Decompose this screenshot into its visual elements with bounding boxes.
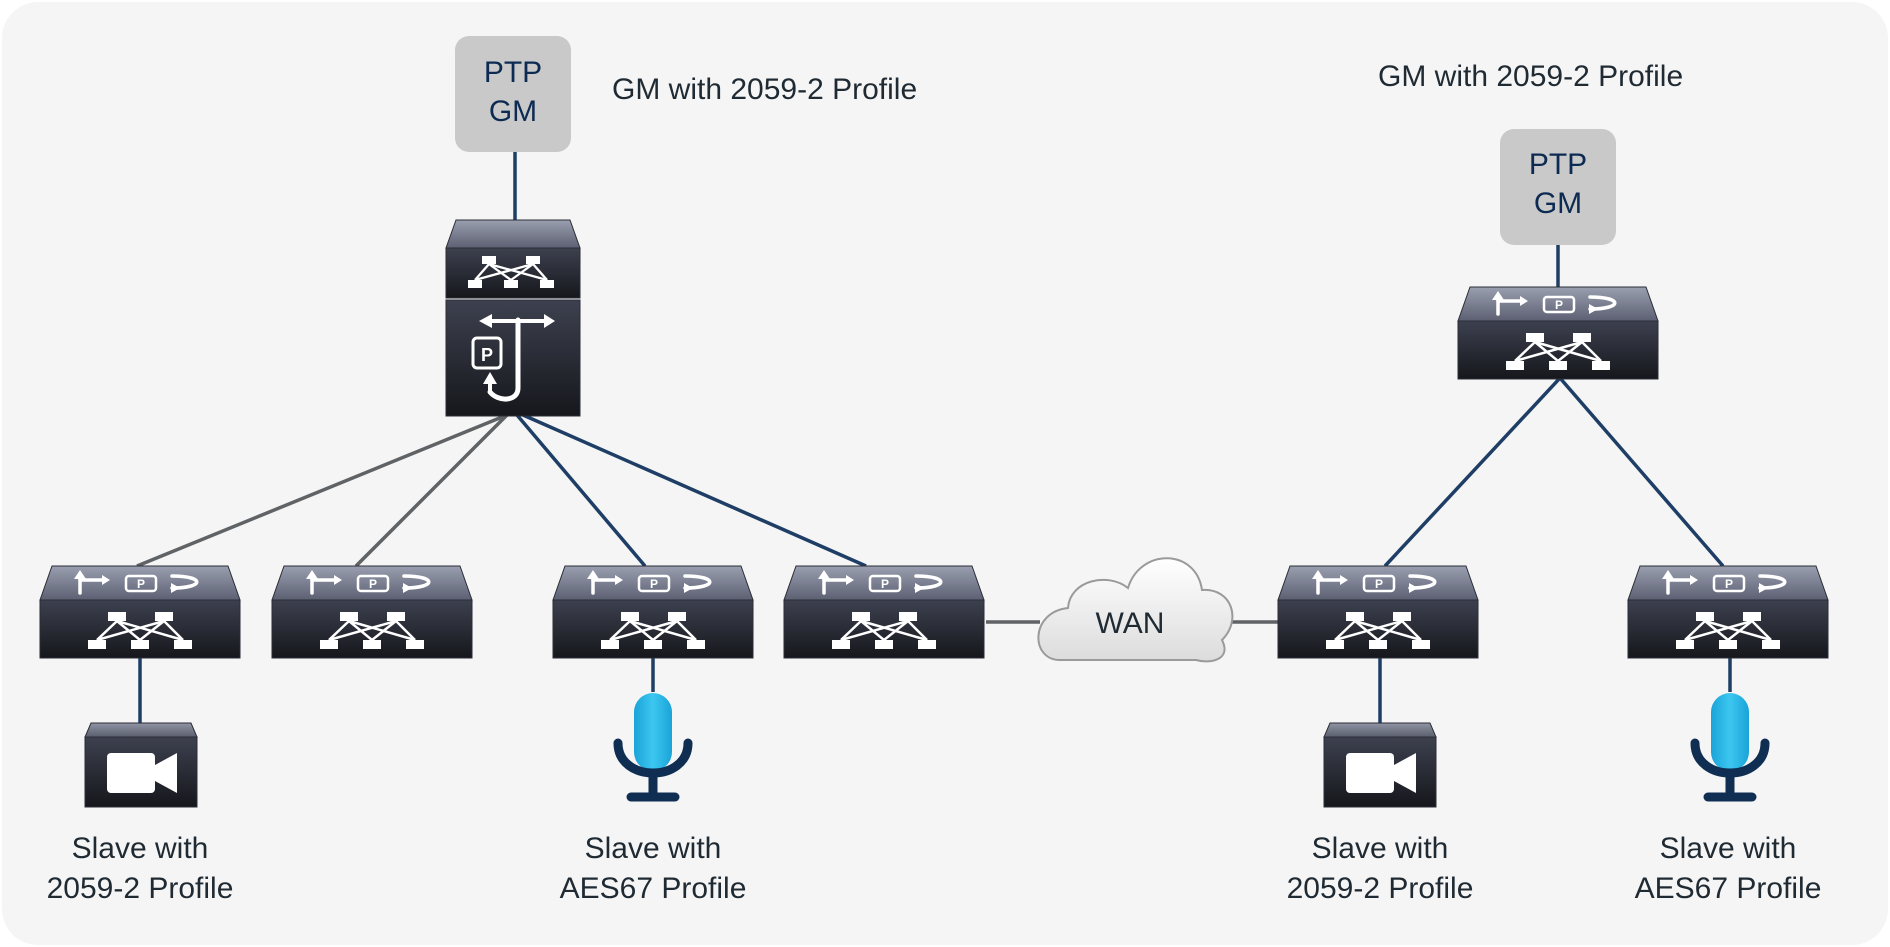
ep4-label-line1: Slave with [1660,832,1797,865]
video-camera-icon [1323,722,1437,808]
access-switch-5 [1276,564,1480,660]
core-ptp-badge: P [481,345,493,365]
core-boundary-clock-device: P [445,219,581,417]
gm-left-subtitle: GM [489,95,537,128]
ep4-label-line2: AES67 Profile [1635,872,1822,905]
access-switch-2 [270,564,474,660]
access-switch-6 [1626,564,1830,660]
ep2-label-line2: AES67 Profile [560,872,747,905]
link-rcore-sw5 [1383,376,1562,568]
network-links [136,152,1732,725]
access-switch-4 [782,564,986,660]
wan-cloud: WAN [1037,557,1234,663]
endpoint-camera-2 [1323,722,1437,808]
ep1-label-line2: 2059-2 Profile [47,872,234,905]
boundary-clock-router-icon: P [471,314,555,402]
link-core-sw3 [515,413,647,568]
ep2-label-line1: Slave with [585,832,722,865]
link-rcore-sw6 [1558,376,1725,568]
right-core-ptp-switch [1456,285,1660,381]
ep1-label-line1: Slave with [72,832,209,865]
ptp-grandmaster-right: PTP GM [1500,129,1616,245]
gm-right-caption: GM with 2059-2 Profile [1378,60,1683,93]
ep3-label-line2: 2059-2 Profile [1287,872,1474,905]
access-switch-3 [551,564,755,660]
endpoint-camera-1 [84,722,198,808]
link-core-sw1 [136,413,508,568]
wan-label: WAN [1096,607,1165,640]
cloud-icon [1037,557,1234,663]
link-core-sw4 [522,413,867,568]
access-switch-1 [38,564,242,660]
gm-right-subtitle: GM [1534,187,1582,220]
video-camera-icon [84,722,198,808]
endpoint-labels: Slave with 2059-2 Profile Slave with AES… [47,832,1822,905]
gm-right-title: PTP [1529,148,1587,181]
link-core-sw2 [354,413,509,568]
ep3-label-line1: Slave with [1312,832,1449,865]
gm-left-title: PTP [484,56,542,89]
gm-left-caption: GM with 2059-2 Profile [612,73,917,106]
ptp-grandmaster-left: PTP GM [455,36,571,152]
